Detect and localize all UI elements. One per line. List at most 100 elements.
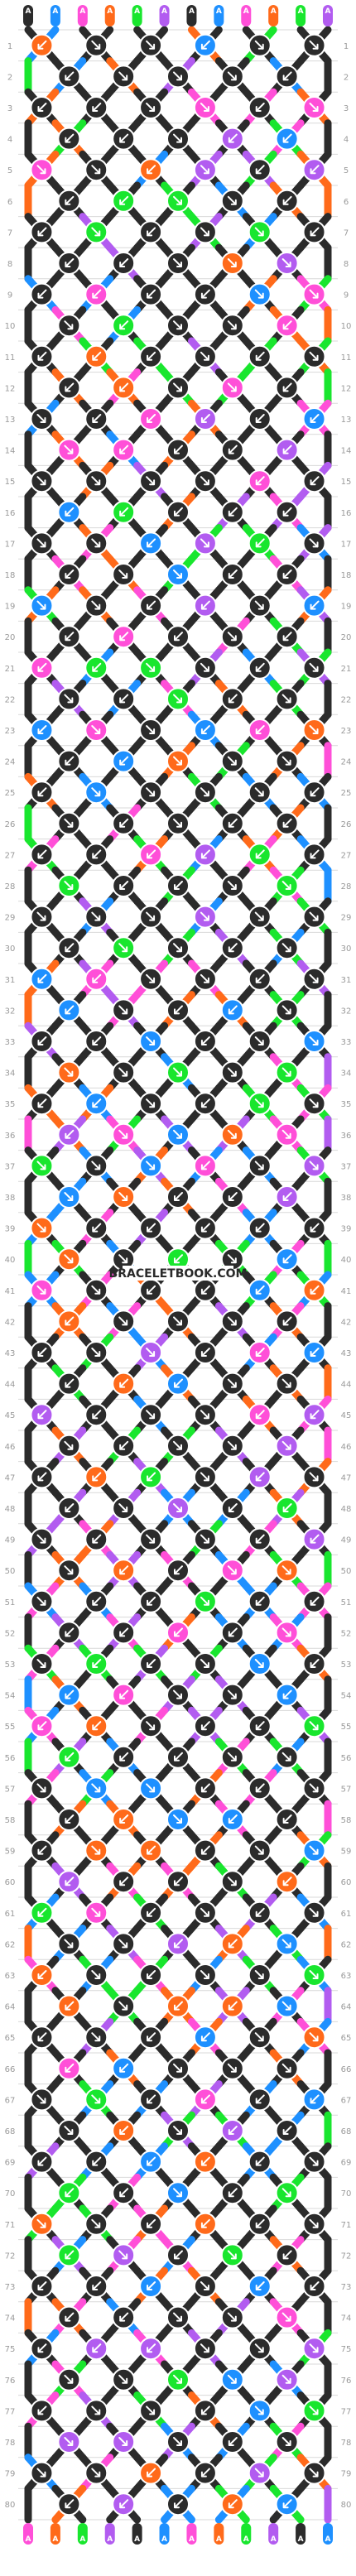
arrow-icon [200,1285,210,1295]
arrow-icon [147,165,156,175]
arrow-icon [146,103,156,112]
arrow-icon [147,1970,156,1979]
arrow-icon [37,1970,47,1979]
arrow-icon [65,2250,75,2260]
arrow-icon [282,195,292,205]
row-number-right: 39 [341,1225,352,1234]
arrow-icon [309,2218,319,2228]
arrow-icon [65,2063,75,2073]
arrow-icon [309,2156,319,2166]
arrow-icon [282,1316,292,1326]
arrow-icon [119,2312,129,2322]
row-number-right: 73 [341,2283,352,2292]
arrow-icon [281,694,291,704]
row-number-left: 56 [5,1754,16,1763]
row-number-left: 53 [5,1660,16,1670]
arrow-icon [36,600,46,610]
row-number-right: 78 [341,2439,352,2448]
arrow-icon [255,103,265,112]
arrow-icon [65,632,75,642]
arrow-icon [228,2437,238,2446]
arrow-icon [255,538,265,548]
arrow-icon [91,227,101,237]
row-number-right: 19 [341,603,352,612]
row-number-left: 33 [5,1038,16,1047]
row-number-left: 34 [5,1069,16,1079]
arrow-icon [119,133,129,143]
row-number-right: 33 [341,1038,352,1047]
arrow-icon [200,2281,209,2290]
arrow-icon [65,258,75,267]
arrow-icon [92,662,102,672]
row-number-left: 32 [5,1007,16,1016]
arrow-icon [309,2032,319,2042]
arrow-icon [254,1970,264,1979]
row-number-left: 57 [5,1785,16,1794]
strand-pill-top [186,5,197,26]
strand-pill-top [323,5,333,26]
arrow-icon [91,1907,101,1917]
arrow-icon [255,165,265,175]
strand-pill-bottom [159,2523,170,2545]
arrow-icon [310,2094,320,2104]
arrow-icon [118,1503,128,1512]
row-number-right: 30 [341,944,352,954]
arrow-icon [119,2188,129,2198]
arrow-icon [174,1192,183,1201]
arrow-icon [255,1783,265,1793]
arrow-icon [254,787,264,797]
row-number-right: 29 [341,914,352,923]
arrow-icon [282,1814,292,1824]
arrow-icon [200,1596,209,1606]
arrow-icon [37,662,47,672]
arrow-icon [64,1939,74,1949]
row-number-right: 61 [341,1910,352,1919]
arrow-icon [282,1689,292,1699]
arrow-icon [65,943,75,953]
row-number-right: 1 [344,42,349,51]
arrow-icon [282,133,292,143]
row-number-left: 58 [5,1816,16,1825]
arrow-icon [37,2405,47,2415]
strand-pill-bottom [241,2523,252,2545]
arrow-icon [64,694,74,704]
strand-letter-bottom: A [271,2535,277,2544]
arrow-icon [65,195,75,205]
row-number-left: 35 [5,1100,16,1109]
row-number-right: 79 [341,2470,352,2479]
arrow-icon [91,2405,101,2415]
arrow-icon [309,103,319,112]
arrow-icon [37,787,47,797]
arrow-icon [281,1378,291,1388]
arrow-icon [146,973,156,983]
arrow-icon [227,195,237,205]
arrow-icon [174,2499,183,2509]
arrow-icon [227,320,237,330]
row-number-left: 40 [5,1256,16,1265]
arrow-icon [309,1036,319,1045]
arrow-icon [37,1845,47,1855]
arrow-icon [173,320,182,330]
arrow-icon [255,1348,265,1357]
arrow-icon [281,1752,291,1761]
arrow-icon [254,1659,264,1668]
arrow-icon [255,1907,265,1917]
strand-pill-top [132,5,142,26]
strand-letter-top: A [243,7,249,16]
arrow-icon [228,1005,238,1015]
arrow-icon [200,1223,210,1233]
arrow-icon [92,1534,102,1544]
arrow-icon [173,756,182,766]
arrow-icon [255,1721,265,1731]
row-number-left: 79 [5,2470,16,2479]
arrow-icon [174,632,183,642]
arrow-icon [91,1783,101,1793]
arrow-icon [147,1907,156,1917]
row-number-right: 51 [341,1598,352,1608]
row-number-right: 69 [341,2159,352,2168]
arrow-icon [227,382,237,392]
arrow-icon [65,756,75,766]
arrow-icon [146,40,156,50]
arrow-icon [147,2094,156,2104]
row-number-right: 59 [341,1848,352,1857]
